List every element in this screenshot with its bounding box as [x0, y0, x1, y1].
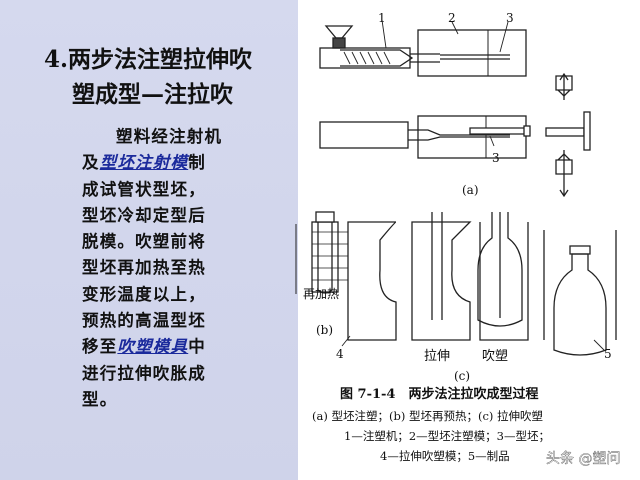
figure-caption-line-2: 1—注塑机；2—型坯注塑模；3—型坯；	[344, 429, 550, 443]
watermark-text: 头条 @塑问	[546, 450, 620, 467]
figure-caption-line-3: 4—拉伸吹塑模；5—制品	[380, 449, 510, 463]
figure-caption-line-1: (a) 型坯注塑；(b) 型坯再预热；(c) 拉伸吹塑	[312, 409, 543, 423]
slide-title: 4.两步法注塑拉伸吹 塑成型—注拉吹	[44, 42, 294, 112]
body-line: 脱模。吹塑前将	[82, 232, 206, 252]
body-line: 型坯再加热至热	[82, 258, 206, 278]
body-line: 进行拉伸吹胀成	[82, 363, 206, 383]
body-line: 塑料经注射机	[116, 127, 223, 146]
label-3b: 3	[492, 151, 500, 165]
label-3: 3	[506, 11, 514, 25]
label-a: (a)	[462, 183, 479, 197]
watermark-logo-icon	[528, 450, 544, 466]
figure-panel	[298, 0, 640, 480]
body-line: 型。	[82, 389, 118, 409]
title-line-2: 塑成型—注拉吹	[72, 81, 233, 108]
reheat-station-drawing	[295, 211, 348, 294]
stretch-blow-mold-drawing	[347, 212, 617, 356]
preform-mold-drawing	[417, 29, 527, 77]
injection-machine-drawing	[319, 25, 440, 69]
reheat-label: 再加热	[303, 287, 339, 301]
label-1: 1	[378, 11, 386, 25]
keyword-link-blow-mold[interactable]: 吹塑模具	[117, 337, 189, 357]
label-c: (c)	[454, 369, 470, 383]
body-line: 成试管状型坯，	[82, 179, 206, 199]
text-panel: 4.两步法注塑拉伸吹 塑成型—注拉吹 塑料经注射机 及型坯注射模制 成试管状型坯…	[0, 0, 298, 480]
label-5: 5	[604, 347, 612, 361]
figure-caption-title: 图 7-1-4 两步法注拉吹成型过程	[340, 386, 538, 402]
title-line-1: 4.两步法注塑拉伸吹	[44, 46, 253, 73]
body-line: 变形温度以上，	[82, 284, 206, 304]
label-b: (b)	[316, 323, 333, 337]
slide-body: 塑料经注射机 及型坯注射模制 成试管状型坯， 型坯冷却定型后 脱模。吹塑前将 型…	[82, 124, 292, 413]
body-line: 预热的高温型坯	[82, 311, 206, 331]
keyword-link-preform-mold[interactable]: 型坯注射模	[99, 153, 189, 173]
body-line: 型坯冷却定型后	[82, 205, 206, 225]
stretch-label: 拉伸	[424, 349, 450, 364]
body-line: 移至吹塑模具中	[82, 337, 206, 357]
body-line: 及型坯注射模制	[82, 153, 206, 173]
label-4: 4	[336, 347, 344, 361]
preform-drawing	[469, 125, 531, 137]
label-2: 2	[448, 11, 456, 25]
watermark: 头条 @塑问	[528, 450, 621, 467]
blow-label: 吹塑	[482, 349, 508, 364]
